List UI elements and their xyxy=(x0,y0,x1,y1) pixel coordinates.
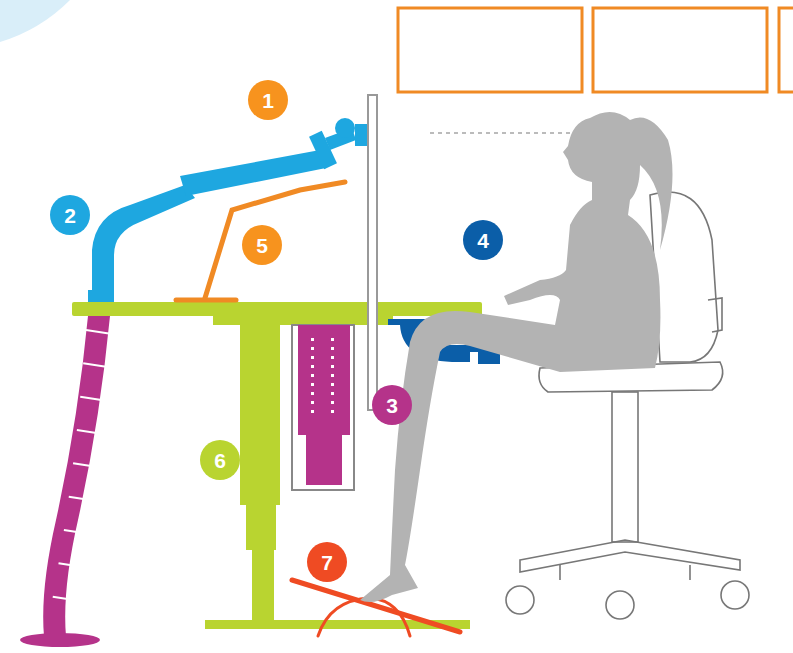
callout-text: 7 xyxy=(321,552,333,573)
person-silhouette xyxy=(360,112,673,602)
monitor xyxy=(368,95,377,410)
callout-text: 2 xyxy=(64,205,76,226)
callout-text: 3 xyxy=(386,395,398,416)
callout-number: 3 xyxy=(372,385,412,425)
callout-number: 5 xyxy=(242,225,282,265)
callout-number: 4 xyxy=(463,220,503,260)
callout-number: 7 xyxy=(307,542,347,582)
callout-number: 6 xyxy=(200,440,240,480)
sight-line xyxy=(430,132,580,134)
cpu-vents xyxy=(311,338,334,413)
monitor-outlines xyxy=(398,8,793,92)
cable-spine xyxy=(20,316,110,647)
task-lamp xyxy=(176,182,345,300)
callout-text: 5 xyxy=(256,235,268,256)
callout-text: 4 xyxy=(477,230,489,251)
callout-number: 1 xyxy=(248,80,288,120)
cable-spine-ribs xyxy=(53,330,112,601)
corner-shape xyxy=(0,0,70,42)
callout-text: 1 xyxy=(262,90,274,111)
monitor-arm xyxy=(88,118,367,302)
callout-number: 2 xyxy=(50,195,90,235)
cpu-holder xyxy=(292,325,354,490)
callout-text: 6 xyxy=(214,450,226,471)
